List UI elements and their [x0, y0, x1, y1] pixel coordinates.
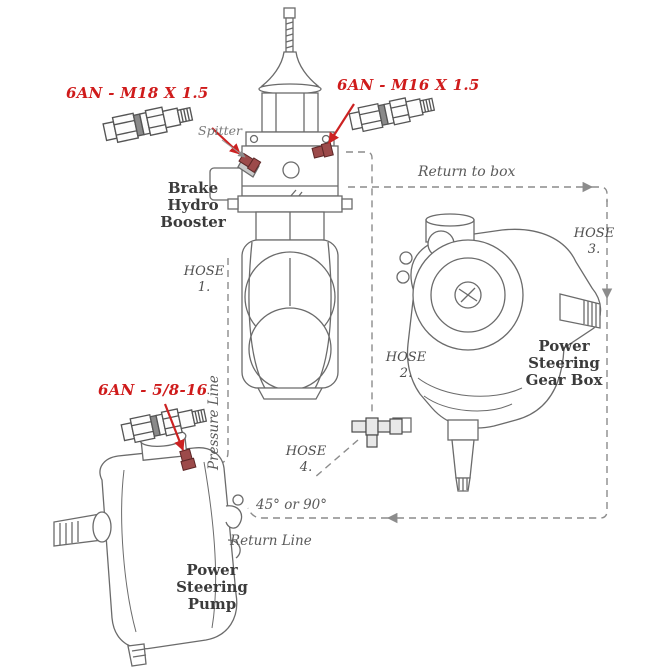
hose-route-hose2 — [346, 151, 373, 412]
spitter-label: Spitter — [198, 123, 242, 138]
an-fitting-icon-top-left — [101, 100, 195, 146]
brake-booster-label: Brake Hydro Booster — [160, 179, 226, 231]
booster-right-fitting — [311, 141, 334, 159]
pressure-line-label: Pressure Line — [206, 375, 222, 470]
return-line-label: Return Line — [230, 533, 312, 549]
red-arrow-m16 — [328, 103, 355, 144]
hose3-label: HOSE 3. — [573, 226, 615, 257]
brake-booster-drawing — [209, 7, 353, 400]
pump-label: Power Steering Pump — [176, 561, 248, 613]
hose-route-hose4 — [313, 439, 359, 479]
spitter-pointer-arrow — [221, 139, 246, 158]
red-arrow-pump — [163, 403, 185, 452]
tee-fitting — [351, 417, 403, 448]
pump-pressure-fitting — [179, 448, 197, 471]
fitting-label-top-left: 6AN - M18 X 1.5 — [66, 84, 209, 102]
angle-note-label: 45° or 90° — [256, 497, 328, 513]
hose1-label: HOSE 1. — [183, 264, 225, 295]
hose4-label: HOSE 4. — [285, 444, 327, 475]
pump-drawing — [53, 429, 244, 667]
hose2-label: HOSE 2. — [385, 350, 427, 381]
return-to-box-label: Return to box — [418, 164, 516, 180]
fitting-label-top-right: 6AN - M16 X 1.5 — [337, 76, 480, 94]
fitting-label-pump: 6AN - 5/8-16 — [98, 381, 208, 399]
gear-box-label: Power Steering Gear Box — [525, 337, 603, 389]
an-fitting-icon-top-right — [347, 91, 437, 135]
